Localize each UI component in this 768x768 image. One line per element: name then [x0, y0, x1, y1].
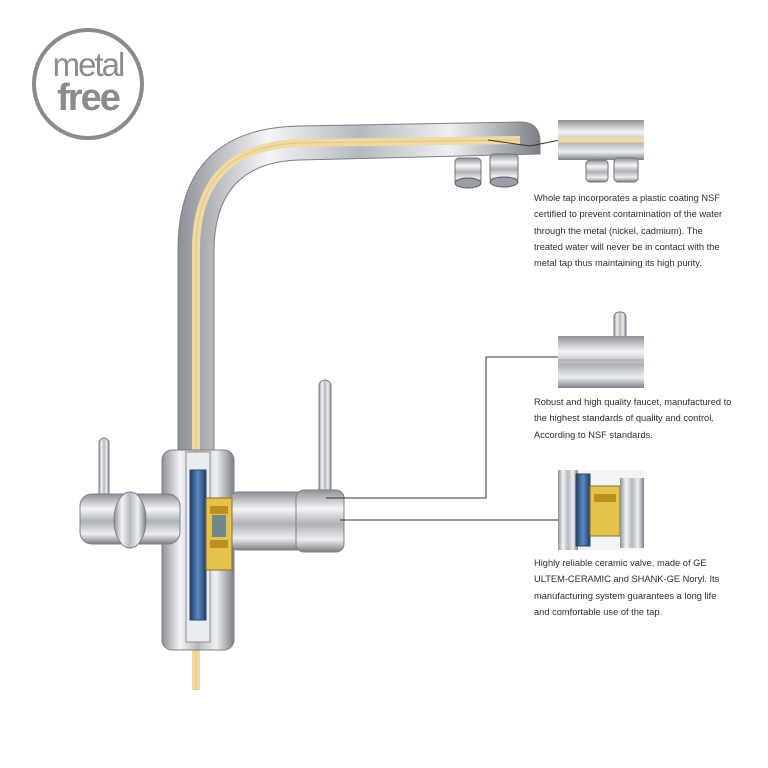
metal-free-logo: metal free — [32, 28, 144, 140]
faucet-body — [79, 449, 345, 651]
aerators — [454, 153, 519, 189]
leader-lines — [326, 139, 561, 521]
detail-cartridge-closeup — [558, 470, 644, 550]
feature-caption-quality: Robust and high quality faucet, manufact… — [534, 397, 732, 440]
logo-text-metal: metal — [52, 46, 126, 83]
detail-handle-closeup — [558, 311, 644, 388]
feature-caption-coating: Whole tap incorporates a plastic coating… — [534, 193, 723, 269]
logo-text-free: free — [57, 77, 121, 119]
feature-caption-valve: Highly reliable ceramic valve, made of G… — [534, 558, 720, 617]
detail-spout-closeup — [558, 118, 644, 190]
